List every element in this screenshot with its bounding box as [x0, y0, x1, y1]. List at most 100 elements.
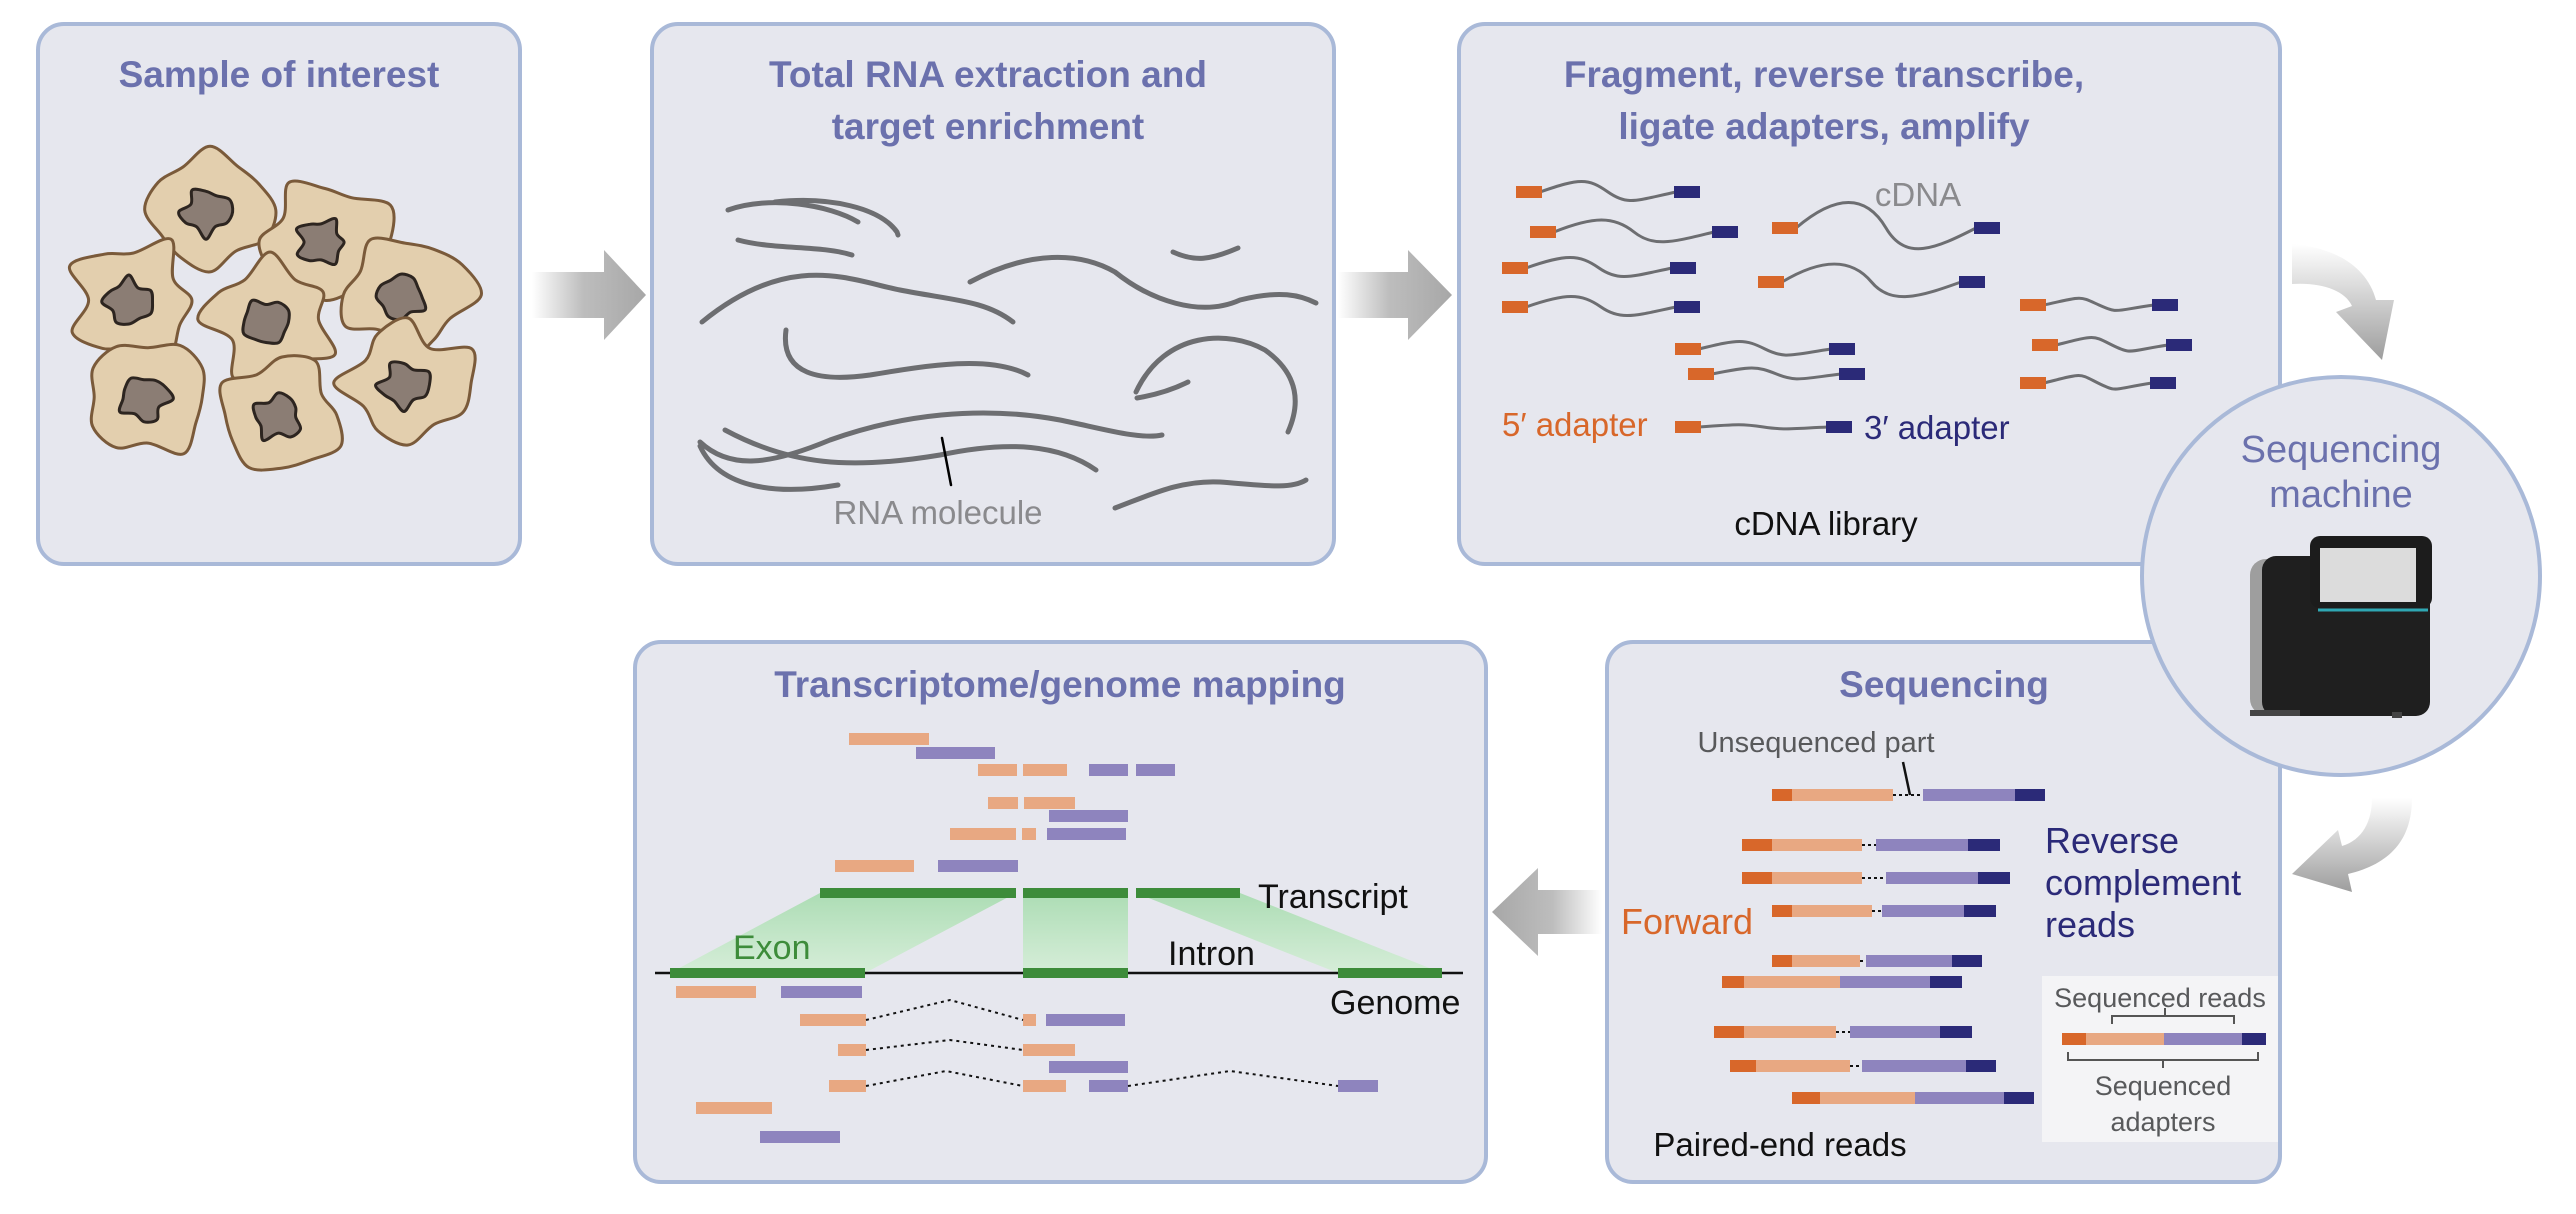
rna-molecule [699, 272, 1016, 325]
read-adapter-3prime [1968, 839, 2000, 851]
cdna-strand [2043, 296, 2155, 312]
cell [218, 354, 344, 472]
mapped-read-forward [1023, 1014, 1036, 1026]
cell-nucleus [177, 187, 235, 241]
adapter-5prime [1502, 301, 1528, 313]
cdna-strand [2055, 336, 2169, 353]
panel-rna-extraction: Total RNA extraction and target enrichme… [650, 22, 1336, 566]
mapped-read-forward [978, 764, 1017, 776]
reverse-label-line3: reads [2045, 904, 2135, 945]
cdna-fragment [2020, 296, 2178, 312]
reverse-read [1915, 1092, 2004, 1104]
adapter-3prime [1839, 368, 1865, 380]
forward-read [1792, 905, 1872, 917]
sequencing-title: Sequencing [1839, 664, 2049, 705]
rna-molecule [725, 200, 861, 225]
cdna-strand [1698, 340, 1832, 357]
mapped-read-forward [1022, 828, 1036, 840]
rna-molecule [697, 443, 841, 492]
adapter-5prime [2020, 299, 2046, 311]
cdna-strand [1795, 201, 1977, 251]
cdna-fragment [2020, 374, 2176, 391]
adapter-3prime [2150, 377, 2176, 389]
rna-title-line1: Total RNA extraction and [769, 54, 1207, 95]
read-adapter-5prime [1772, 789, 1792, 801]
read-pair [1730, 1060, 1996, 1072]
cdna-strand [1781, 262, 1962, 299]
read-legend: Sequenced reads Sequenced adapters [2042, 976, 2278, 1142]
mapped-read-forward [1024, 797, 1075, 809]
rna-molecule [967, 254, 1319, 310]
forward-read [1744, 976, 1840, 988]
adapter-3prime [1712, 226, 1738, 238]
read-adapter-5prime [1772, 905, 1792, 917]
adapter-3prime [1974, 222, 2000, 234]
mapping-exon-projection [670, 893, 1442, 973]
adapter-3prime [2166, 339, 2192, 351]
read-adapter-5prime [1772, 955, 1792, 967]
forward-read [1820, 1092, 1915, 1104]
rna-molecule [1133, 335, 1298, 435]
reverse-read [1886, 872, 1978, 884]
mapped-read-forward [988, 797, 1018, 809]
rna-title-line2: target enrichment [832, 106, 1145, 147]
transcript-exon [1023, 888, 1128, 898]
adapter-5prime [2032, 339, 2058, 351]
intron-label: Intron [1168, 935, 1255, 973]
cdna-strand [1525, 256, 1673, 279]
reverse-read [1876, 839, 1968, 851]
arrow-machine-to-sequencing [2292, 798, 2412, 892]
cdna-fragment [1688, 366, 1865, 381]
mapped-read-reverse [1046, 1014, 1125, 1026]
forward-read [1792, 955, 1860, 967]
reverse-read [1840, 976, 1930, 988]
genome-exon [1023, 968, 1128, 978]
mapped-read-reverse [916, 747, 995, 759]
read-adapter-5prime [1722, 976, 1744, 988]
cdna-fragment [1772, 201, 2000, 251]
read-adapter-3prime [1964, 905, 1996, 917]
forward-read [1744, 1026, 1836, 1038]
unsequenced-part-label: Unsequenced part [1698, 727, 1935, 759]
mapped-read-forward [1023, 764, 1067, 776]
mapped-read-reverse [781, 986, 862, 998]
unsequenced-leader [1901, 761, 1912, 796]
mapped-read-reverse [1049, 810, 1128, 822]
read-adapter-3prime [1930, 976, 1962, 988]
reverse-read [1882, 905, 1964, 917]
reverse-read [1862, 1060, 1966, 1072]
cdna-fragment [1502, 295, 1700, 317]
genome-label: Genome [1330, 984, 1460, 1022]
transcript-label: Transcript [1258, 878, 1408, 916]
forward-read [1756, 1060, 1850, 1072]
mapped-read-reverse [1047, 828, 1126, 840]
cdna-fragment [1516, 180, 1700, 203]
adapter-5prime [2020, 377, 2046, 389]
read-adapter-5prime [1730, 1060, 1756, 1072]
mapped-read-reverse [1089, 1080, 1128, 1092]
rna-molecule [1134, 379, 1191, 401]
cell-nucleus [117, 376, 175, 424]
legend-adapters-line2: adapters [2110, 1107, 2215, 1137]
read-pair [1772, 905, 1996, 917]
mapped-read-forward [849, 733, 929, 745]
read-pair [1792, 1092, 2034, 1104]
rna-molecule [697, 410, 1165, 464]
read-adapter-5prime [1742, 839, 1772, 851]
paired-end-label: Paired-end reads [1653, 1126, 1906, 1163]
mapped-read-forward [676, 986, 756, 998]
read-adapter-3prime [2004, 1092, 2034, 1104]
adapter-5prime [1516, 186, 1542, 198]
cdna-label: cDNA [1875, 176, 1961, 213]
mapped-read-reverse [1136, 764, 1175, 776]
cell-nucleus [374, 272, 428, 322]
cdna-strand [2043, 374, 2153, 391]
mapped-read-forward [696, 1102, 772, 1114]
machine-title-line1: Sequencing [2241, 429, 2442, 471]
panel-cdna-library: Fragment, reverse transcribe, ligate ada… [1457, 22, 2282, 566]
adapter-5prime-label: 5′ adapter [1502, 406, 1648, 443]
splice-junction [865, 1038, 1024, 1051]
read-pair [1772, 955, 1982, 967]
mapped-read-forward [1023, 1080, 1066, 1092]
cell-nucleus [100, 273, 155, 326]
